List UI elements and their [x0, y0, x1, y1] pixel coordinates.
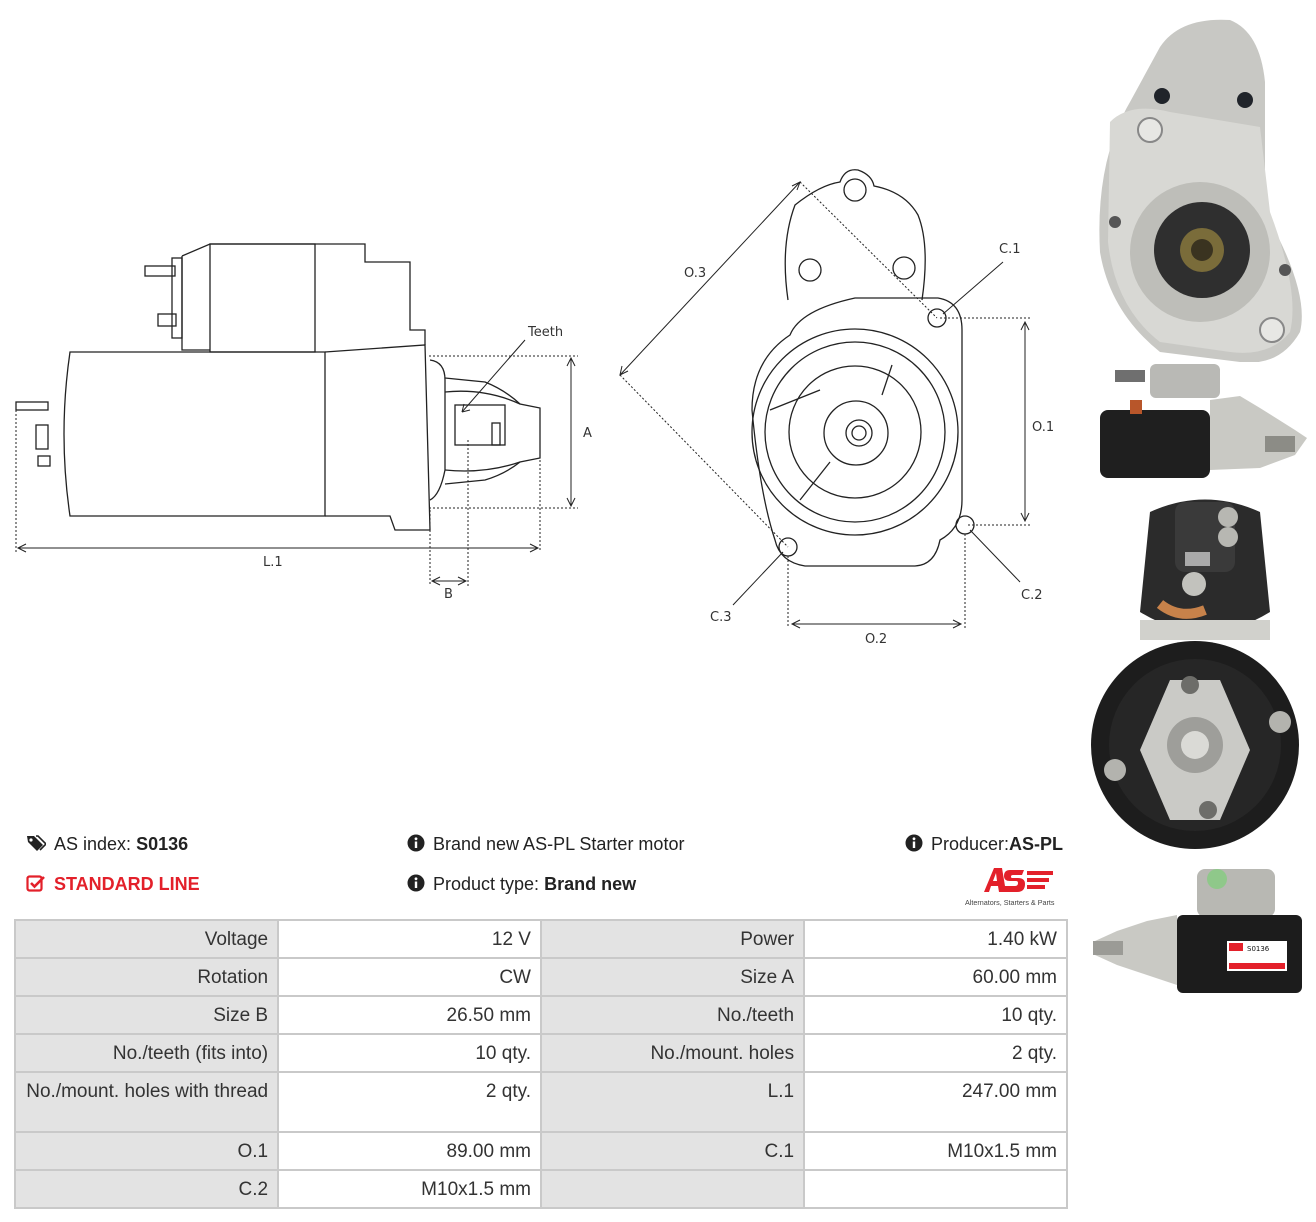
spec-label: No./teeth: [539, 995, 806, 1035]
dimension-o3-label: O.3: [684, 266, 706, 281]
dimension-l1-label: L.1: [263, 555, 283, 570]
spec-label: Rotation: [13, 957, 280, 997]
spec-row: No./teeth (fits into)10 qty.No./mount. h…: [13, 1033, 1068, 1073]
photo-rear-terminals[interactable]: [1130, 492, 1280, 647]
spec-value: 247.00 mm: [803, 1071, 1068, 1133]
spec-label: Size B: [13, 995, 280, 1035]
spec-value: 26.50 mm: [277, 995, 542, 1035]
spec-label: No./mount. holes: [539, 1033, 806, 1073]
as-pl-logo: Alternators, Starters & Parts: [960, 862, 1070, 908]
spec-value: [803, 1169, 1068, 1209]
spec-label: [539, 1169, 806, 1209]
info-icon: [905, 834, 923, 857]
dimension-c2-label: C.2: [1021, 588, 1042, 603]
producer-value: AS-PL: [1009, 834, 1064, 854]
logo-tagline: Alternators, Starters & Parts: [965, 898, 1055, 907]
product-photo-gallery: S0136: [1085, 0, 1316, 1222]
teeth-label: Teeth: [527, 325, 563, 340]
producer-label: Producer:: [931, 834, 1010, 854]
technical-drawing: Teeth A L.1 B O.: [15, 169, 1054, 647]
description-row: Brand new AS-PL Starter motor: [407, 833, 684, 857]
as-index-row: AS index: S0136: [26, 833, 188, 857]
spec-label: Size A: [539, 957, 806, 997]
spec-value: 89.00 mm: [277, 1131, 542, 1171]
side-view-dimensions: [15, 339, 578, 586]
spec-value: 60.00 mm: [803, 957, 1068, 997]
spec-label: Power: [539, 919, 806, 959]
as-index-label: AS index:: [54, 834, 132, 854]
spec-value: 10 qty.: [803, 995, 1068, 1035]
product-description: Brand new AS-PL Starter motor: [433, 834, 685, 854]
spec-value: 12 V: [277, 919, 542, 959]
spec-label: No./teeth (fits into): [13, 1033, 280, 1073]
spec-value: 1.40 kW: [803, 919, 1068, 959]
dimension-c1-label: C.1: [999, 242, 1020, 257]
tags-icon: [26, 834, 48, 857]
photo-rear-cover[interactable]: [1090, 640, 1315, 860]
dimension-c3-label: C.3: [710, 610, 731, 625]
photo-front-flange[interactable]: [1090, 12, 1315, 362]
product-type-row: Product type: Brand new: [407, 873, 636, 897]
spec-value: CW: [277, 957, 542, 997]
line-row: STANDARD LINE: [26, 873, 200, 897]
spec-label: O.1: [13, 1131, 280, 1171]
checkbox-checked-icon: [26, 874, 46, 897]
info-icon: [407, 834, 425, 857]
dimension-b-label: B: [444, 587, 453, 602]
producer-row: Producer:AS-PL: [905, 833, 1063, 857]
front-view-dimensions: [619, 180, 1030, 629]
product-line-label: STANDARD LINE: [54, 874, 200, 894]
photo-label-index: S0136: [1247, 945, 1270, 953]
product-type-label: Product type:: [433, 874, 540, 894]
spec-label: No./mount. holes with thread: [13, 1071, 280, 1133]
spec-value: M10x1.5 mm: [277, 1169, 542, 1209]
photo-labelled-side[interactable]: S0136: [1087, 865, 1312, 1005]
spec-value: 2 qty.: [277, 1071, 542, 1133]
side-view-drawing: [15, 243, 541, 531]
spec-label: L.1: [539, 1071, 806, 1133]
as-index-value: S0136: [136, 834, 189, 854]
spec-label: C.2: [13, 1169, 280, 1209]
spec-value: 10 qty.: [277, 1033, 542, 1073]
dimension-o1-label: O.1: [1032, 420, 1054, 435]
photo-side-profile[interactable]: [1095, 360, 1310, 480]
info-icon: [407, 874, 425, 897]
spec-label: C.1: [539, 1131, 806, 1171]
dimension-a-label: A: [583, 426, 592, 441]
dimension-o2-label: O.2: [865, 632, 887, 647]
spec-value: M10x1.5 mm: [803, 1131, 1068, 1171]
spec-label: Voltage: [13, 919, 280, 959]
product-type-value: Brand new: [544, 874, 637, 894]
spec-value: 2 qty.: [803, 1033, 1068, 1073]
front-view-drawing: [751, 169, 975, 567]
